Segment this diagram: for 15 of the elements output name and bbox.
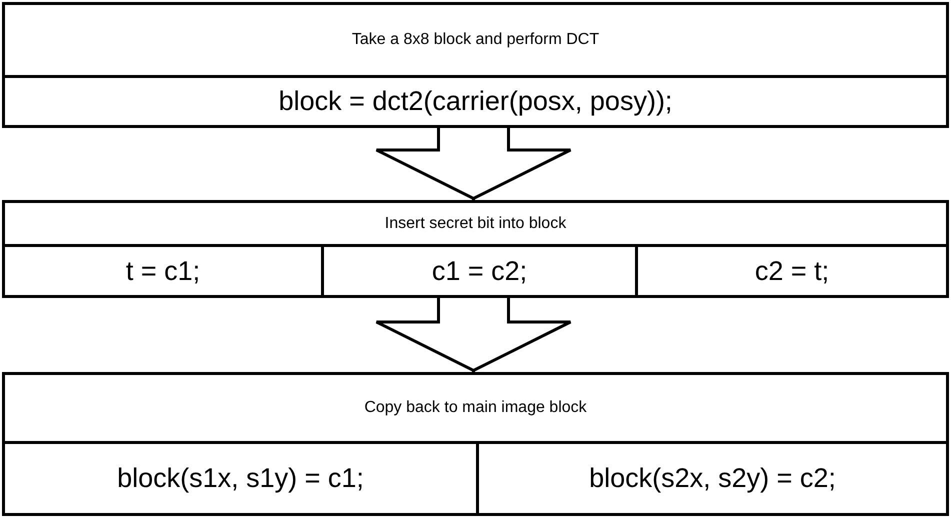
code-cell xyxy=(476,441,946,513)
step-box xyxy=(2,200,949,298)
step-box xyxy=(2,372,949,516)
code-text: t = c1; xyxy=(126,256,200,286)
code-cell xyxy=(321,244,635,295)
code-text: c2 = t; xyxy=(754,256,830,286)
step-heading: Take a 8x8 block and perform DCT xyxy=(352,31,600,49)
code-text: block = dct2(carrier(posx, posy)); xyxy=(278,86,672,117)
code-text: block(s1x, s1y) = c1; xyxy=(117,463,364,494)
code-text: c1 = c2; xyxy=(432,256,528,286)
step-heading: Copy back to main image block xyxy=(364,399,587,417)
step-heading: Insert secret bit into block xyxy=(384,214,566,232)
step-box xyxy=(2,2,949,128)
code-cell xyxy=(635,244,946,295)
code-text: block(s2x, s2y) = c2; xyxy=(589,463,836,494)
